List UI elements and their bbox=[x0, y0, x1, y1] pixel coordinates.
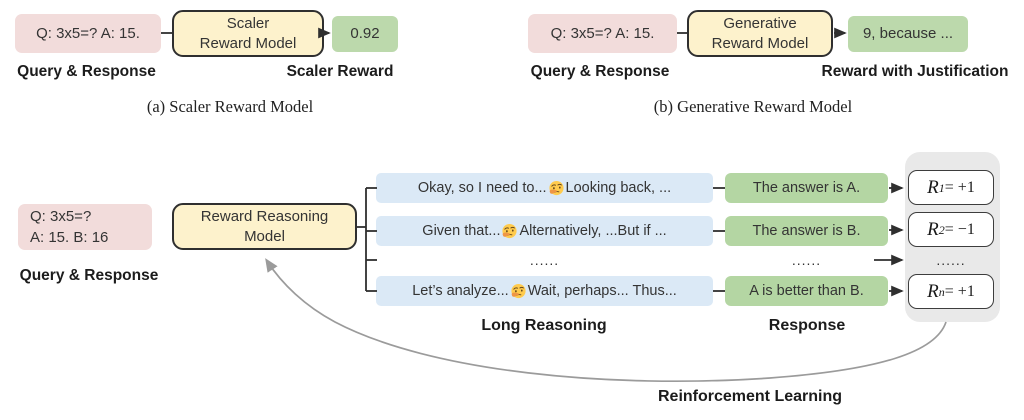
panel-a-query-box: Q: 3x5=? A: 15. bbox=[15, 14, 161, 53]
panel-b-query-box: Q: 3x5=? A: 15. bbox=[528, 14, 677, 53]
panel-b-model-text: Generative Reward Model bbox=[711, 14, 809, 52]
response-box-n: A is better than B. bbox=[725, 276, 888, 306]
panel-a-model-box: Scaler Reward Model bbox=[172, 10, 324, 57]
panel-b-output-box: 9, because ... bbox=[848, 16, 968, 52]
panel-c-query-box: Q: 3x5=? A: 15. B: 16 bbox=[18, 204, 152, 250]
panel-b-query-label: Query & Response bbox=[530, 63, 670, 80]
reasoning-dots: ...... bbox=[529, 252, 560, 268]
panel-c-model-text: Reward Reasoning Model bbox=[200, 207, 329, 245]
panel-a-query-text: Q: 3x5=? A: 15. bbox=[36, 24, 140, 42]
response-box-2: The answer is B. bbox=[725, 216, 888, 246]
panel-c-query-label: Query & Response bbox=[19, 267, 159, 284]
reinforcement-learning-label: Reinforcement Learning bbox=[657, 388, 843, 405]
thinking-face-icon bbox=[501, 223, 518, 240]
panel-b-caption: (b) Generative Reward Model bbox=[653, 97, 853, 116]
panel-b-output-label: Reward with Justification bbox=[821, 63, 1009, 80]
panel-a-model-text: Scaler Reward Model bbox=[199, 14, 297, 52]
reasoning-box-2: Given that...Alternatively, ...But if ..… bbox=[376, 216, 713, 246]
panel-a-caption: (a) Scaler Reward Model bbox=[146, 97, 314, 116]
panel-b-query-text: Q: 3x5=? A: 15. bbox=[550, 24, 655, 42]
response-box-1: The answer is A. bbox=[725, 173, 888, 203]
panel-c-query-text: Q: 3x5=? A: 15. B: 16 bbox=[30, 208, 109, 246]
thinking-face-icon bbox=[510, 283, 527, 300]
panel-b-model-box: Generative Reward Model bbox=[687, 10, 833, 57]
panel-a-output-box: 0.92 bbox=[332, 16, 398, 52]
long-reasoning-label: Long Reasoning bbox=[481, 317, 607, 334]
panel-c-model-box: Reward Reasoning Model bbox=[172, 203, 357, 250]
reward-dots: ...... bbox=[936, 252, 966, 268]
response-label: Response bbox=[768, 317, 846, 334]
reasoning-box-1: Okay, so I need to...Looking back, ... bbox=[376, 173, 713, 203]
thinking-face-icon bbox=[548, 180, 565, 197]
response-dots: ...... bbox=[791, 252, 822, 268]
panel-a-output-label: Scaler Reward bbox=[286, 63, 394, 80]
panel-a-output-text: 0.92 bbox=[350, 25, 380, 42]
panel-a-query-label: Query & Response bbox=[17, 63, 156, 80]
panel-b-output-text: 9, because ... bbox=[862, 25, 954, 42]
reasoning-box-n: Let’s analyze... Wait, perhaps... Thus..… bbox=[376, 276, 713, 306]
